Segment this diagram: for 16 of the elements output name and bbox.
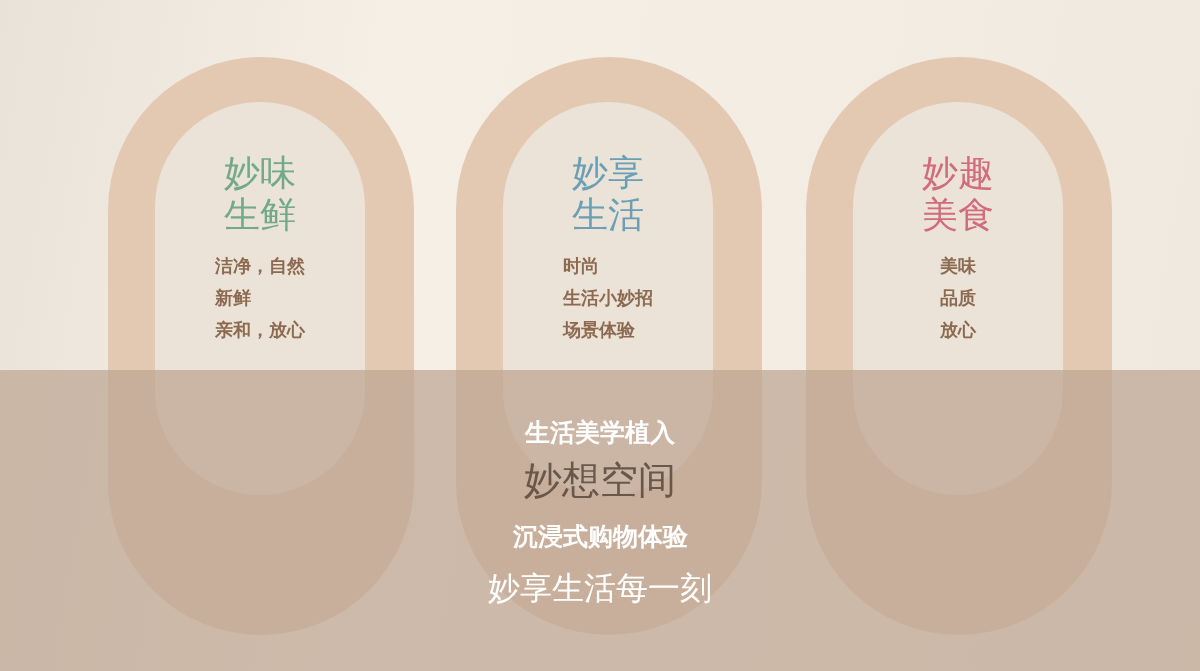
band-title: 妙想空间 [524,457,676,504]
feature-text: 生活小妙招 [563,286,653,310]
feature-text: 品质 [940,286,976,310]
arch-title: 妙享生活 [571,152,645,236]
band-subtitle: 沉浸式购物体验 [512,521,688,553]
feature-text: 亲和，放心 [215,318,305,342]
slogan-text: 妙享生活每一刻 [488,568,712,609]
band-subtitle: 生活美学植入 [525,417,675,449]
feature-text: 新鲜 [215,286,251,310]
feature-text: 放心 [940,318,976,342]
arch-title: 妙味生鲜 [223,152,297,236]
arch-title: 妙趣美食 [921,152,995,236]
feature-text: 场景体验 [563,318,635,342]
feature-text: 时尚 [563,254,599,278]
feature-text: 洁净，自然 [215,254,305,278]
feature-text: 美味 [940,254,976,278]
